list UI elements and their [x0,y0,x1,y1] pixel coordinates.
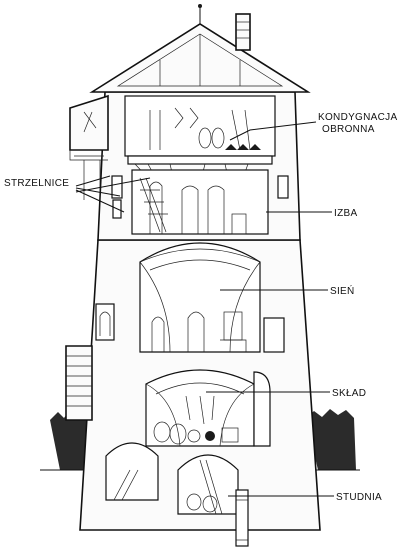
label-sien: SIEŃ [330,284,355,297]
chimney [235,13,251,51]
studnia-well [235,489,249,547]
sien-hall [139,242,261,353]
label-sklad: SKŁAD [332,388,366,399]
labels: KONDYGNACJA OBRONNA STRZELNICE IZBA SIEŃ… [4,112,397,503]
lower-vaults [105,442,239,515]
roof [89,4,311,93]
sklad-storage [145,369,271,447]
label-kondygnacja-line2: OBRONNA [322,124,375,135]
left-side-rooms [95,303,285,353]
label-studnia: STUDNIA [336,492,382,503]
izba-room [131,169,269,235]
leader-lines [75,121,334,497]
label-kondygnacja-line1: KONDYGNACJA [318,112,397,123]
side-balcony [69,94,109,200]
label-strzelnice: STRZELNICE [4,178,69,189]
label-izba: IZBA [334,208,357,219]
external-stairs [65,345,93,421]
defensive-floor [124,95,276,191]
